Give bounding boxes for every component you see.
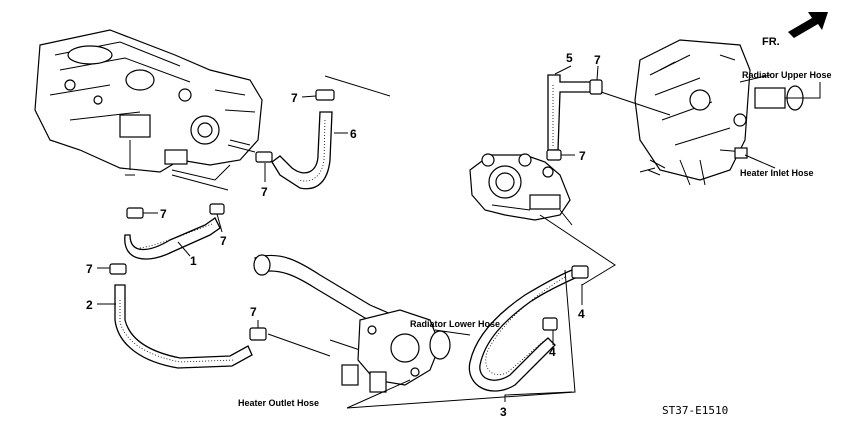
part-number-7-e: 7: [86, 262, 93, 276]
part-number-3: 3: [500, 405, 507, 419]
radiator-upper-hose-label: Radiator Upper Hose: [742, 70, 832, 80]
heater-outlet-hose-label: Heater Outlet Hose: [238, 398, 319, 408]
cylinder-head-water-outlet: [634, 39, 804, 186]
water-passage-pipe: [253, 254, 401, 351]
figure-code: ST37-E1510: [662, 404, 728, 417]
hose-1: [124, 217, 221, 260]
part-number-7-b: 7: [261, 185, 268, 199]
hose-2: [114, 284, 253, 369]
front-direction-indicator: FR.: [762, 12, 828, 48]
intake-manifold-assembly: [34, 29, 263, 181]
hose-clamps: [109, 79, 603, 341]
part-number-7-d: 7: [220, 234, 227, 248]
leader-lines: [97, 65, 821, 409]
part-number-7-a: 7: [291, 91, 298, 105]
part-number-7-f: 7: [250, 305, 257, 319]
part-number-4-upper: 4: [578, 307, 585, 321]
hose-6: [271, 111, 333, 190]
part-number-7-c: 7: [160, 207, 167, 221]
heater-inlet-hose-label: Heater Inlet Hose: [740, 168, 814, 178]
part-number-2: 2: [86, 298, 93, 312]
part-number-1: 1: [190, 254, 197, 268]
radiator-lower-hose-label: Radiator Lower Hose: [410, 319, 500, 329]
hose-3: [468, 269, 576, 392]
thermostat-housing: [469, 153, 573, 226]
part-number-7-g: 7: [594, 53, 601, 67]
water-pump-housing: [341, 309, 451, 393]
part-number-7-h: 7: [579, 149, 586, 163]
front-direction-label: FR.: [762, 36, 780, 48]
part-number-5: 5: [566, 51, 573, 65]
part-number-6: 6: [350, 127, 357, 141]
part-number-4-lower: 4: [549, 345, 556, 359]
